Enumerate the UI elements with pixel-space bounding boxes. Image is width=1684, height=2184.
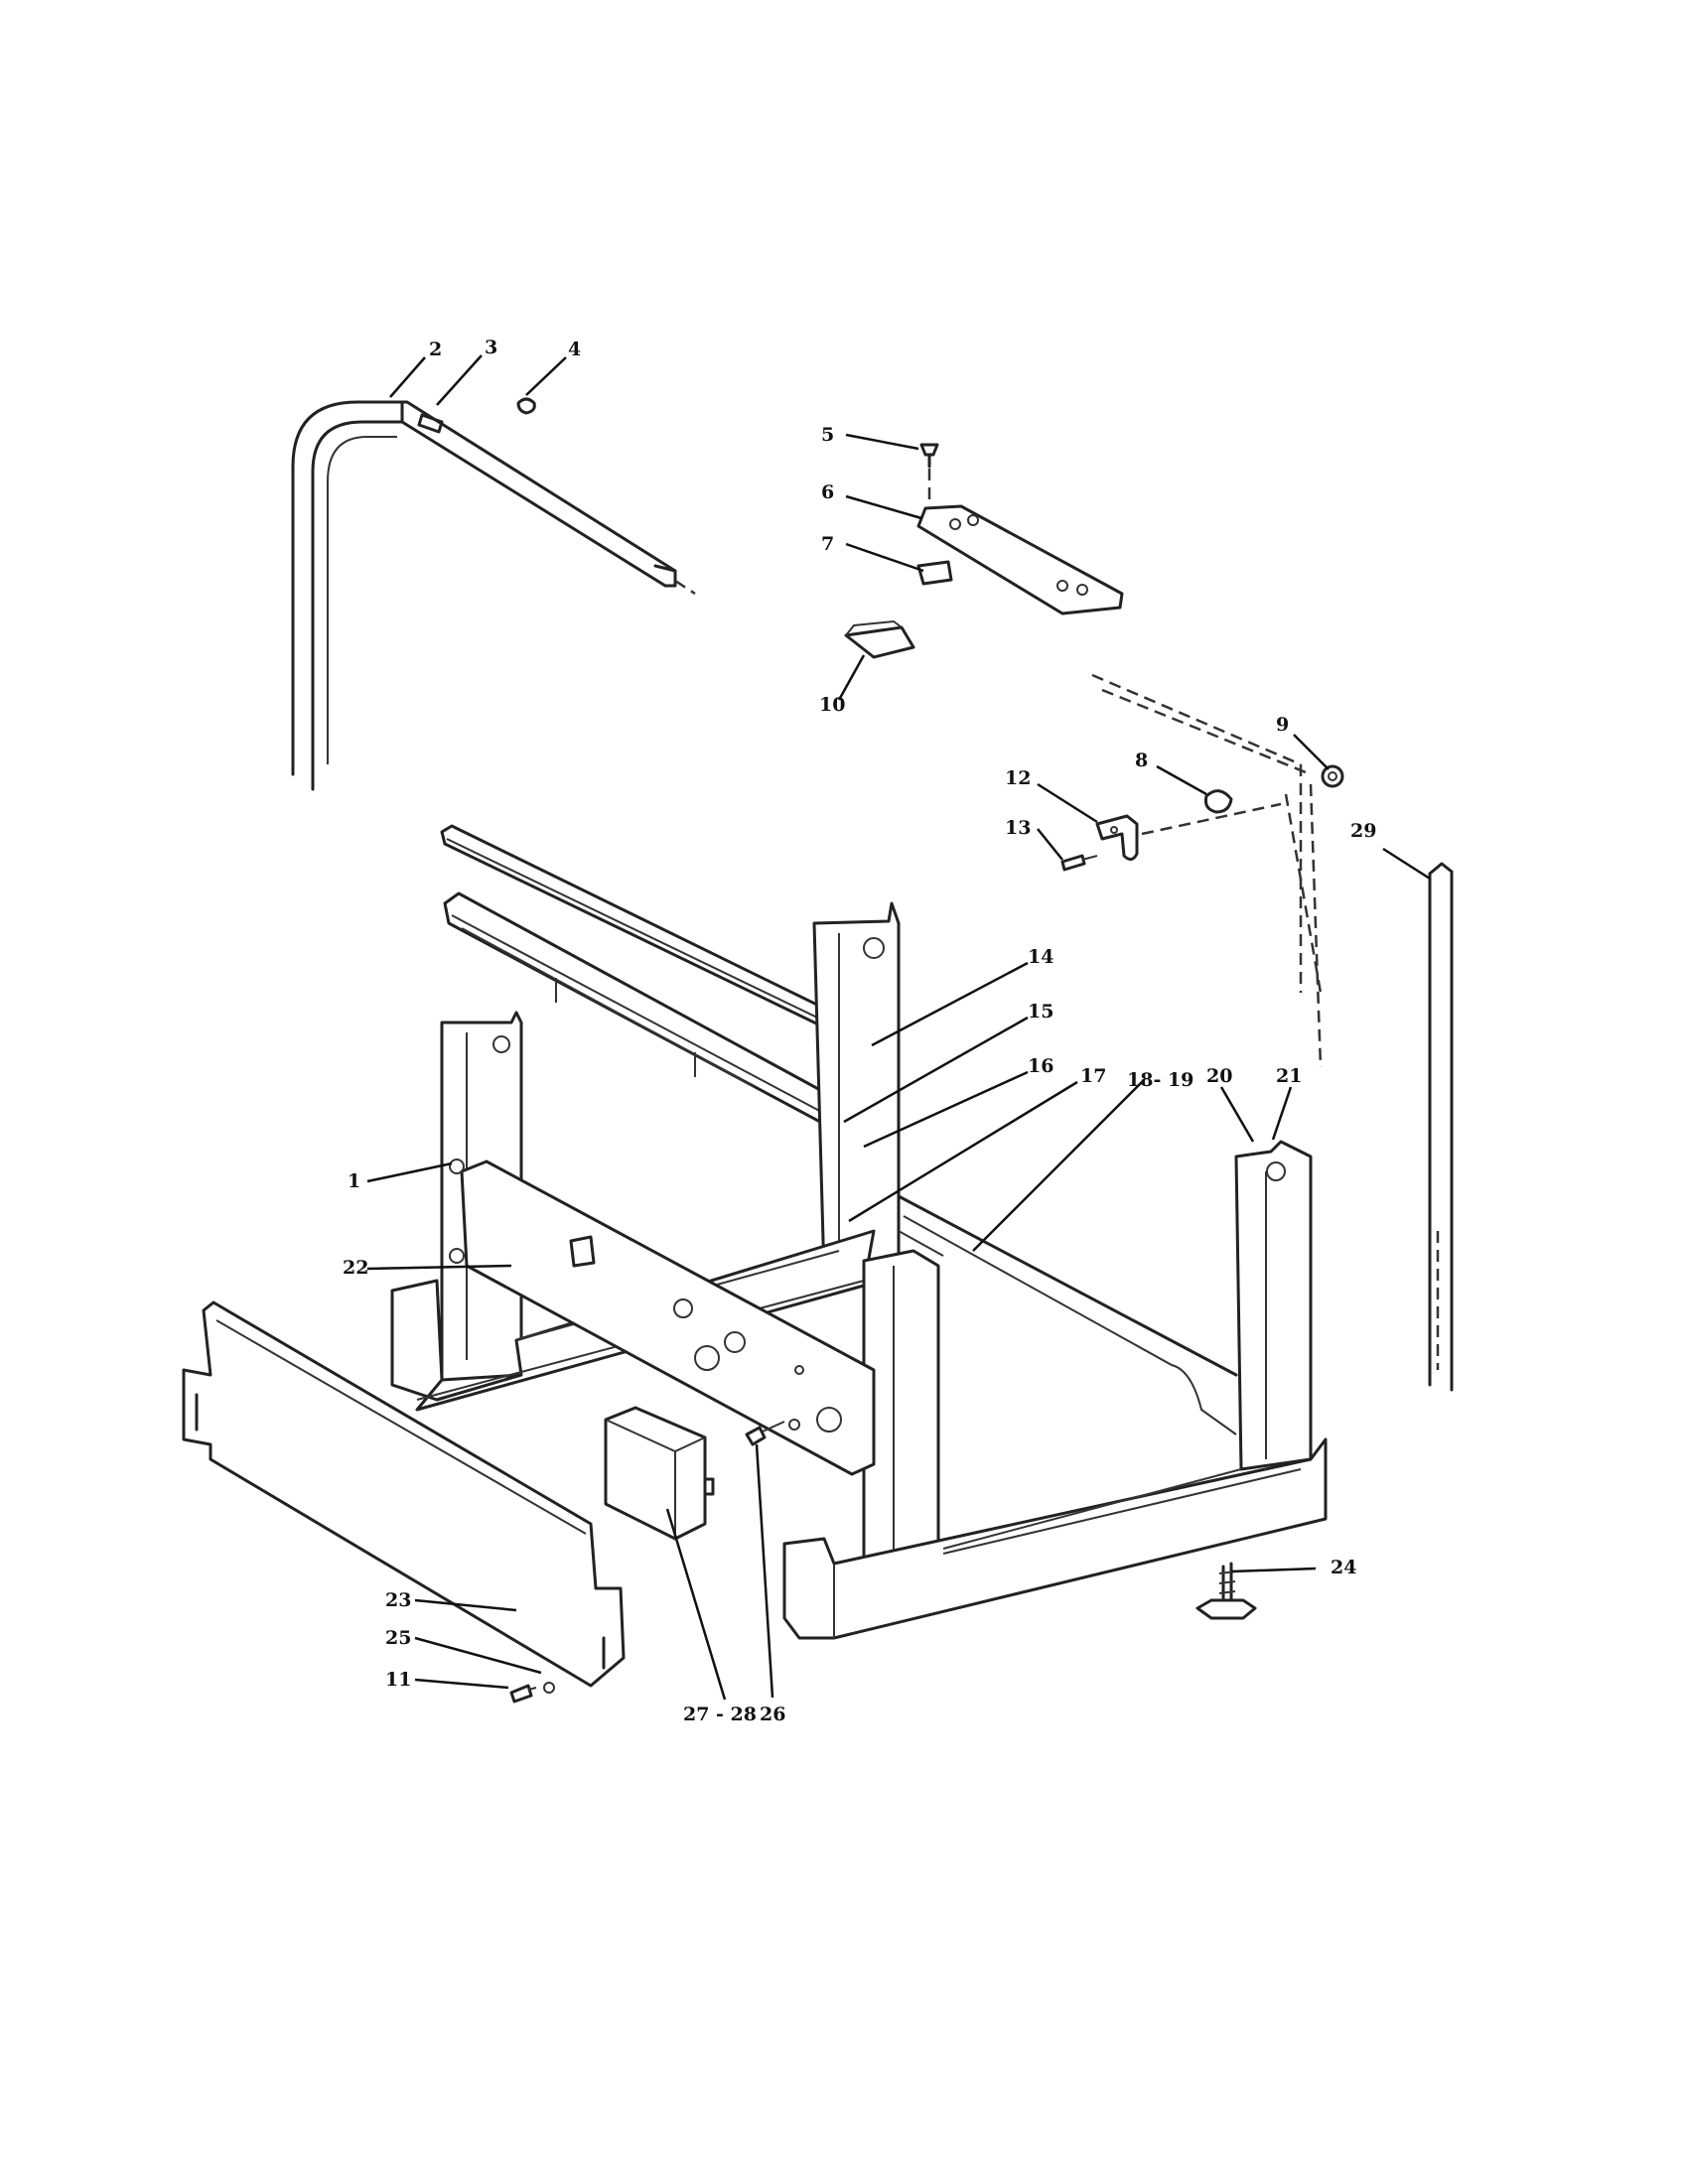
callout-5: 5	[821, 424, 834, 446]
roller-part-8	[1204, 789, 1233, 814]
callout-25: 25	[385, 1627, 411, 1649]
bracket-part-10	[844, 619, 915, 659]
callout-27-28: 27 - 28	[683, 1704, 757, 1725]
door-frame-channel	[291, 400, 696, 791]
screw-part-26	[745, 1421, 785, 1446]
hinge-part-12	[1095, 814, 1139, 861]
callout-15: 15	[1028, 1001, 1053, 1023]
washer-part-25	[543, 1682, 555, 1694]
callout-24: 24	[1331, 1557, 1356, 1578]
side-strip-part-29	[1428, 862, 1454, 1392]
clip-part-4	[516, 397, 536, 415]
clip-part-7	[916, 560, 953, 586]
callout-20: 20	[1206, 1065, 1232, 1087]
callout-23: 23	[385, 1589, 411, 1611]
callout-11: 11	[385, 1669, 411, 1691]
junction-box-part-27-28	[604, 1406, 715, 1541]
screw-part-13	[1060, 854, 1098, 872]
callout-4: 4	[568, 339, 581, 360]
leveling-leg-part-24	[1195, 1562, 1257, 1620]
callout-12: 12	[1005, 767, 1031, 789]
callout-14: 14	[1028, 946, 1053, 968]
callout-10: 10	[819, 694, 845, 716]
callout-21: 21	[1276, 1065, 1302, 1087]
callout-7: 7	[821, 533, 834, 555]
callout-22: 22	[343, 1257, 368, 1279]
callout-29: 29	[1350, 820, 1376, 842]
screw-part-11	[509, 1684, 537, 1704]
leader-lines	[366, 354, 1431, 1701]
callout-2: 2	[429, 339, 442, 360]
callout-labels: 2 3 4 5 6 7 10 8 9 12 13 29 14 15 16 17 …	[343, 337, 1376, 1725]
bracket-part-6	[916, 504, 1124, 615]
callout-8: 8	[1135, 750, 1148, 771]
callout-13: 13	[1005, 817, 1031, 839]
clip-part-3	[417, 413, 444, 434]
assembly-dashed-lines	[1091, 673, 1323, 1068]
callout-1: 1	[348, 1170, 360, 1192]
screw-part-5	[919, 443, 939, 506]
callout-16: 16	[1028, 1055, 1053, 1077]
callout-9: 9	[1276, 714, 1289, 736]
callout-3: 3	[485, 337, 497, 358]
callout-6: 6	[821, 481, 834, 503]
callout-18-19: 18- 19	[1127, 1069, 1193, 1091]
kick-plate-part-23	[182, 1300, 626, 1688]
nut-part-9	[1321, 764, 1344, 788]
callout-17: 17	[1080, 1065, 1106, 1087]
callout-26: 26	[760, 1704, 785, 1725]
